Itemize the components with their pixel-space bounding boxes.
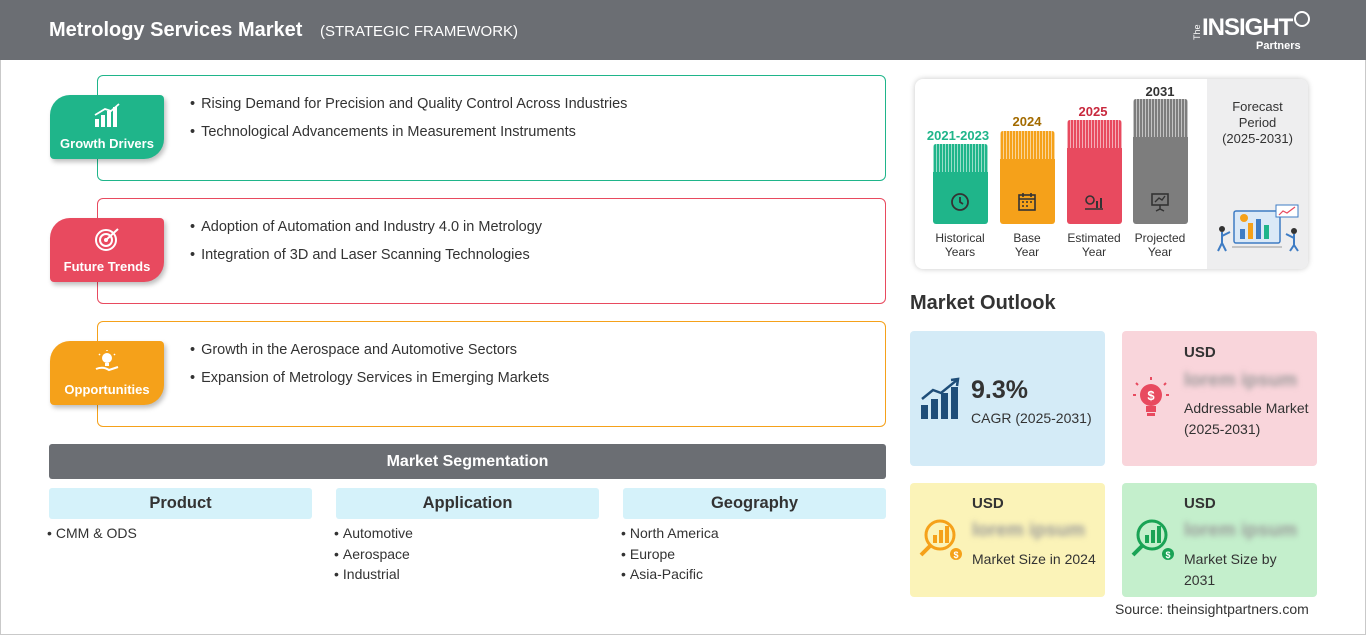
segment-list-product: CMM & ODS [47,525,137,546]
list-item: Growth in the Aerospace and Automotive S… [190,342,549,370]
timeline-year: 2021-2023 [926,128,990,143]
timeline-caption: Projected Year [1134,231,1186,259]
future-trends-badge: Future Trends [50,218,164,282]
forecast-range: (2025-2031) [1222,131,1293,146]
lightbulb-hand-icon [95,350,119,372]
growth-drivers-badge: Growth Drivers [50,95,164,159]
target-icon [95,228,119,251]
header-bar: Metrology Services Market (STRATEGIC FRA… [0,0,1366,60]
magnifier-chart-icon: $ [1131,519,1174,560]
timeline-bar-base [1000,131,1055,224]
insight-partners-logo[interactable]: The INSIGHT Partners [1192,10,1312,54]
timeline-caption: Historical Years [935,231,985,259]
market-outlook-title: Market Outlook [910,292,1056,314]
source-citation[interactable]: Source: theinsightpartners.com [1115,601,1309,617]
card-description: Market Size in 2024 [972,551,1096,567]
badge-label: Future Trends [63,259,151,274]
list-item: Rising Demand for Precision and Quality … [190,96,627,124]
magnifier-chart-icon: $ [919,519,962,560]
timeline-year: 2031 [1145,84,1175,99]
calendar-icon [1018,193,1036,211]
list-item: Adoption of Automation and Industry 4.0 … [190,219,542,247]
list-item: Automotive [334,525,413,546]
cagr-card: 9.3% CAGR (2025-2031) [910,331,1105,466]
analytics-team-illustration-icon [1217,204,1299,252]
growth-chart-icon [94,103,120,127]
list-item: CMM & ODS [47,525,137,546]
timeline-bar-projected [1133,99,1188,224]
list-item: Europe [621,546,719,567]
list-item: Expansion of Metrology Services in Emerg… [190,370,549,398]
blurred-value: lorem ipsum [1184,520,1297,541]
cagr-label: CAGR (2025-2031) [971,410,1092,426]
future-trends-box: Adoption of Automation and Industry 4.0 … [97,198,886,304]
segment-heading-geography: Geography [623,488,886,519]
page-subtitle: (STRATEGIC FRAMEWORK) [320,23,519,40]
list-item: Integration of 3D and Laser Scanning Tec… [190,247,542,275]
timeline-caption: Base Year [1013,231,1041,259]
segment-list-application: Automotive Aerospace Industrial [334,525,413,587]
addressable-market-card: $ USD lorem ipsum Addressable Market (20… [1122,331,1317,466]
badge-label: Growth Drivers [60,136,154,151]
timeline-bar-estimated [1067,120,1122,224]
segment-list-geography: North America Europe Asia-Pacific [621,525,719,587]
blurred-value: lorem ipsum [972,520,1085,541]
timeline-panel: 2021-2023 Historical Years 2024 Base Yea… [915,79,1308,269]
card-description: Addressable Market (2025-2031) [1184,400,1309,437]
presentation-icon [1151,193,1169,212]
segment-heading-product: Product [49,488,312,519]
opportunities-box: Growth in the Aerospace and Automotive S… [97,321,886,427]
card-description: Market Size by 2031 [1184,551,1277,588]
history-icon [951,193,969,211]
growth-drivers-box: Rising Demand for Precision and Quality … [97,75,886,181]
market-size-2031-card: $ USD lorem ipsum Market Size by 2031 [1122,483,1317,597]
market-size-2024-card: $ USD lorem ipsum Market Size in 2024 [910,483,1105,597]
blurred-value: lorem ipsum [1184,370,1297,391]
growth-chart-icon [921,377,960,419]
badge-label: Opportunities [64,382,150,397]
list-item: Asia-Pacific [621,566,719,587]
opportunities-badge: Opportunities [50,341,164,405]
dollar-lightbulb-icon: $ [1133,377,1169,416]
timeline-year: 2025 [1078,104,1108,119]
list-item: North America [621,525,719,546]
forecast-label: Forecast [1232,99,1283,114]
segmentation-title: Market Segmentation [49,444,886,479]
timeline-bar-historical [933,144,988,224]
list-item: Technological Advancements in Measuremen… [190,124,627,152]
timeline-year: 2024 [1012,114,1042,129]
page-title: Metrology Services Market [49,19,303,41]
segment-heading-application: Application [336,488,599,519]
list-item: Aerospace [334,546,413,567]
svg-text:$: $ [953,550,958,560]
currency-label: USD [1184,344,1216,361]
svg-text:$: $ [1165,550,1170,560]
svg-text:$: $ [1147,388,1155,403]
logo-swoosh-icon [1294,11,1310,27]
timeline-caption: Estimated Year [1067,231,1121,259]
forecast-period-panel: Forecast Period (2025-2031) [1207,79,1308,269]
cagr-value: 9.3% [971,376,1028,404]
gear-chart-icon [1085,195,1103,210]
currency-label: USD [972,495,1004,512]
list-item: Industrial [334,566,413,587]
currency-label: USD [1184,495,1216,512]
